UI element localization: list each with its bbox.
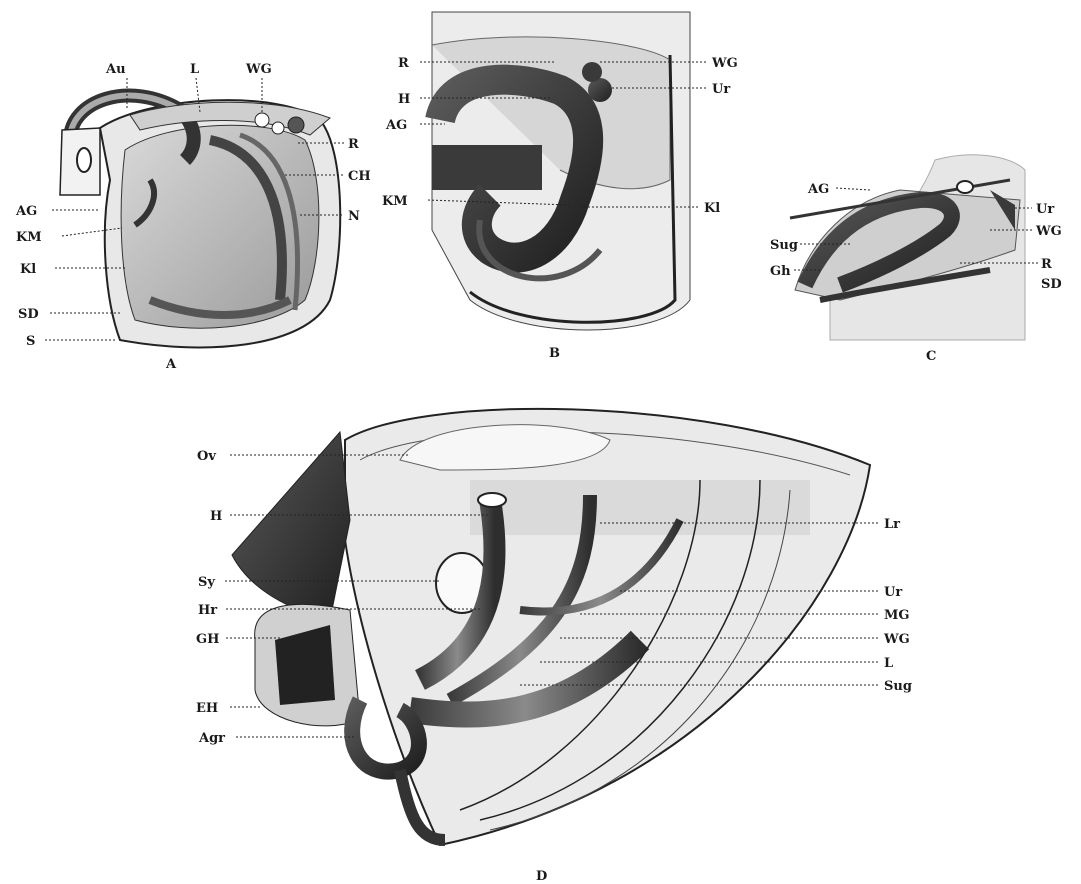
label-d-l: L <box>884 656 893 671</box>
label-a-kl: Kl <box>20 262 36 277</box>
label-c-gh: Gh <box>770 264 791 279</box>
panel-a: Au L WG R CH N AG KM Kl SD S A <box>15 62 371 372</box>
label-b-kl: Kl <box>704 201 720 216</box>
caption-d: D <box>536 869 547 884</box>
label-d-ov: Ov <box>197 449 216 464</box>
label-a-sd: SD <box>18 307 39 322</box>
label-a-km: KM <box>16 230 42 245</box>
label-d-eh: EH <box>196 701 218 716</box>
label-d-h: H <box>210 509 222 524</box>
label-a-l: L <box>190 62 199 77</box>
panel-c: AG Sug Gh Ur WG R SD C <box>770 155 1062 364</box>
label-a-r: R <box>348 137 359 152</box>
label-d-wg: WG <box>883 632 910 647</box>
leader-c-ag <box>836 188 870 190</box>
label-c-ur: Ur <box>1036 202 1054 217</box>
label-c-sd: SD <box>1041 277 1062 292</box>
label-d-ur: Ur <box>884 585 902 600</box>
label-c-wg: WG <box>1035 224 1062 239</box>
label-d-mg: MG <box>884 608 910 623</box>
label-c-sug: Sug <box>770 238 798 253</box>
caption-a: A <box>165 357 177 372</box>
caption-b: B <box>549 346 560 361</box>
label-a-wg: WG <box>245 62 272 77</box>
label-d-sug: Sug <box>884 679 912 694</box>
label-a-ch: CH <box>348 169 371 184</box>
label-d-sy: Sy <box>198 575 215 590</box>
panel-d-illustration <box>232 409 870 845</box>
label-b-km: KM <box>382 194 408 209</box>
label-a-au: Au <box>105 62 126 77</box>
label-a-s: S <box>26 334 35 349</box>
panel-d: Ov H Sy Hr GH EH Agr Lr Ur MG WG L Sug D <box>196 409 912 884</box>
label-d-hr: Hr <box>198 603 217 618</box>
label-d-gh: GH <box>196 632 219 647</box>
label-c-ag: AG <box>807 182 829 197</box>
label-c-r: R <box>1041 257 1052 272</box>
label-a-ag: AG <box>15 204 37 219</box>
label-d-lr: Lr <box>884 517 900 532</box>
caption-c: C <box>926 349 936 364</box>
panel-a-illustration <box>60 96 340 348</box>
label-b-h: H <box>398 92 410 107</box>
panel-b-illustration <box>432 12 690 330</box>
panel-b: R H AG KM WG Ur Kl B <box>382 12 738 361</box>
label-b-ag: AG <box>385 118 407 133</box>
label-a-n: N <box>348 209 360 224</box>
label-b-r: R <box>398 56 409 71</box>
label-b-wg: WG <box>711 56 738 71</box>
label-d-agr: Agr <box>198 731 225 746</box>
label-b-ur: Ur <box>712 82 730 97</box>
